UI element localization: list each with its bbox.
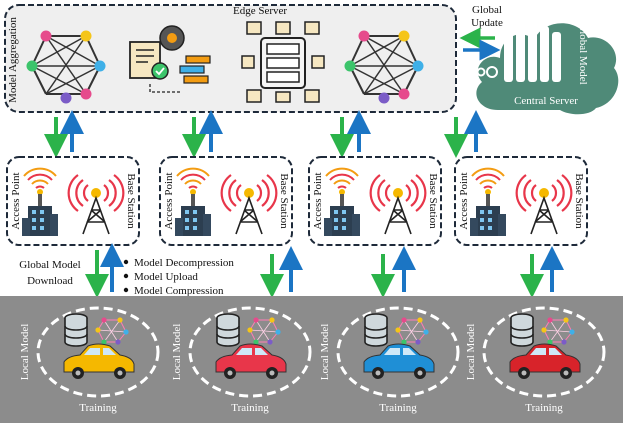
process-step: Model Upload bbox=[134, 271, 198, 283]
local-model-label: Local Model bbox=[171, 324, 183, 381]
vehicle-boundary bbox=[36, 306, 160, 398]
local-model-label: Local Model bbox=[465, 324, 477, 381]
training-label: Training bbox=[525, 402, 563, 414]
local-model-label: Local Model bbox=[19, 324, 31, 381]
database-icon bbox=[216, 313, 240, 347]
server-rack-icon bbox=[241, 21, 325, 103]
car-icon bbox=[215, 343, 287, 379]
model-aggregation-label: Model Aggregation bbox=[7, 17, 19, 103]
station-1: Access Point Base Station bbox=[6, 156, 140, 246]
edge-server-title: Edge Server bbox=[233, 5, 287, 17]
database-icon bbox=[64, 313, 88, 347]
global-update-label-line2: Update bbox=[471, 17, 503, 29]
global-model-label: Global Model bbox=[577, 23, 589, 84]
access-point-label: Access Point bbox=[163, 172, 175, 229]
global-model-download-line1: Global Model bbox=[19, 259, 80, 271]
base-station-label: Base Station bbox=[125, 173, 137, 229]
car-icon bbox=[63, 343, 135, 379]
access-point-label: Access Point bbox=[312, 172, 324, 229]
car-icon bbox=[509, 343, 581, 379]
base-station-label: Base Station bbox=[278, 173, 290, 229]
local-model-label: Local Model bbox=[319, 324, 331, 381]
cloud-icon bbox=[476, 20, 619, 115]
global-update-label-line1: Global bbox=[472, 4, 502, 16]
car-icon bbox=[363, 343, 435, 379]
station-3: Access Point Base Station bbox=[308, 156, 442, 246]
training-label: Training bbox=[379, 402, 417, 414]
global-model-download-line2: Download bbox=[27, 275, 73, 287]
training-label: Training bbox=[79, 402, 117, 414]
base-station-label: Base Station bbox=[427, 173, 439, 229]
training-label: Training bbox=[231, 402, 269, 414]
access-point-label: Access Point bbox=[458, 172, 470, 229]
database-icon bbox=[364, 313, 388, 347]
station-2: Access Point Base Station bbox=[159, 156, 293, 246]
base-station-label: Base Station bbox=[573, 173, 585, 229]
edge-server-panel bbox=[4, 4, 457, 113]
central-server-label: Central Server bbox=[514, 95, 578, 107]
process-steps-list: Model Decompression Model Upload Model C… bbox=[123, 257, 234, 297]
database-icon bbox=[510, 313, 534, 347]
vehicle-boundary bbox=[336, 306, 460, 398]
vehicle-boundary bbox=[188, 306, 312, 398]
station-4: Access Point Base Station bbox=[454, 156, 588, 246]
access-point-label: Access Point bbox=[10, 172, 22, 229]
vehicle-boundary bbox=[482, 306, 606, 398]
process-step: Model Decompression bbox=[134, 257, 234, 269]
process-step: Model Compression bbox=[134, 285, 224, 297]
processing-gear-icon bbox=[129, 25, 211, 93]
